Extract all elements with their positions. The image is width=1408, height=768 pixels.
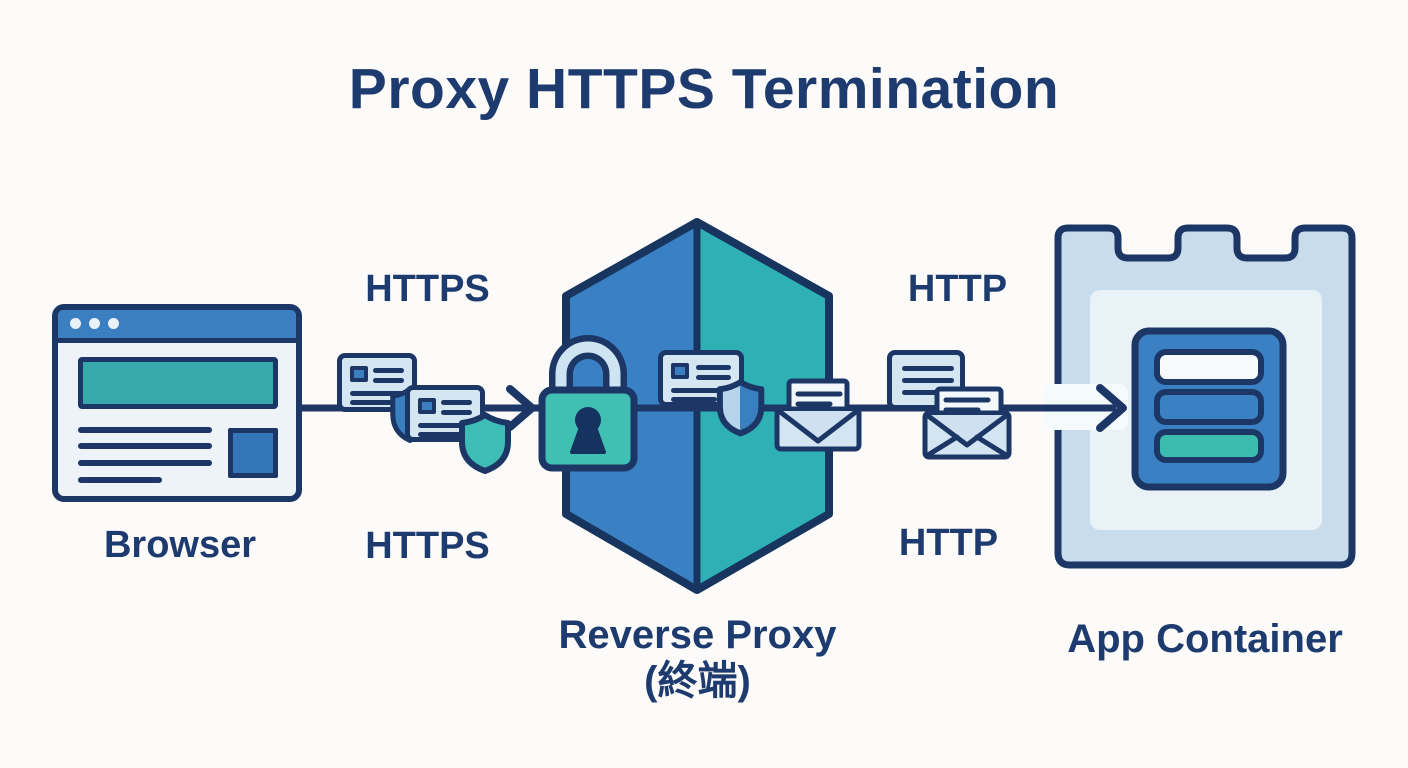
text-line xyxy=(350,400,393,405)
text-line xyxy=(78,460,212,466)
https-label-top: HTTPS xyxy=(365,268,490,310)
browser-titlebar xyxy=(58,310,296,343)
text-line xyxy=(671,397,717,402)
text-line xyxy=(373,378,404,383)
text-line xyxy=(418,432,461,437)
window-dot-icon xyxy=(70,318,81,329)
text-line xyxy=(441,410,472,415)
text-line xyxy=(902,366,954,371)
card-thumbnail xyxy=(418,398,436,414)
text-line xyxy=(350,391,404,396)
page-hero-block xyxy=(78,357,278,409)
text-line xyxy=(78,427,212,433)
text-line xyxy=(696,375,731,380)
page-image-block xyxy=(228,428,278,478)
http-label-top: HTTP xyxy=(907,268,1008,310)
card-thumbnail xyxy=(671,363,689,379)
window-dot-icon xyxy=(89,318,100,329)
text-line xyxy=(902,378,954,383)
https-label-bottom: HTTPS xyxy=(365,525,490,567)
text-line xyxy=(902,390,940,395)
text-line xyxy=(418,423,472,428)
http-label-bottom: HTTP xyxy=(898,522,999,564)
message-card-icon xyxy=(337,353,417,412)
message-card-icon xyxy=(405,385,485,442)
text-line xyxy=(373,368,404,373)
arrow-right-icon xyxy=(1096,384,1127,432)
text-line xyxy=(696,365,731,370)
reverse-proxy-sublabel: (終端) xyxy=(644,659,751,703)
app-container-label: App Container xyxy=(1067,617,1343,661)
reverse-proxy-label-text: Reverse Proxy xyxy=(558,613,837,657)
browser-window-icon xyxy=(52,304,302,502)
browser-label: Browser xyxy=(103,524,257,566)
reverse-proxy-label: Reverse Proxy (終端) xyxy=(530,612,865,704)
arrow-right-icon xyxy=(506,385,536,431)
text-line xyxy=(78,477,162,483)
text-line xyxy=(671,388,729,393)
app-stack-icon xyxy=(1131,327,1287,491)
text-line xyxy=(441,400,472,405)
window-dot-icon xyxy=(108,318,119,329)
page-title: Proxy HTTPS Termination xyxy=(348,57,1060,121)
card-thumbnail xyxy=(350,366,368,382)
text-line xyxy=(78,443,212,449)
